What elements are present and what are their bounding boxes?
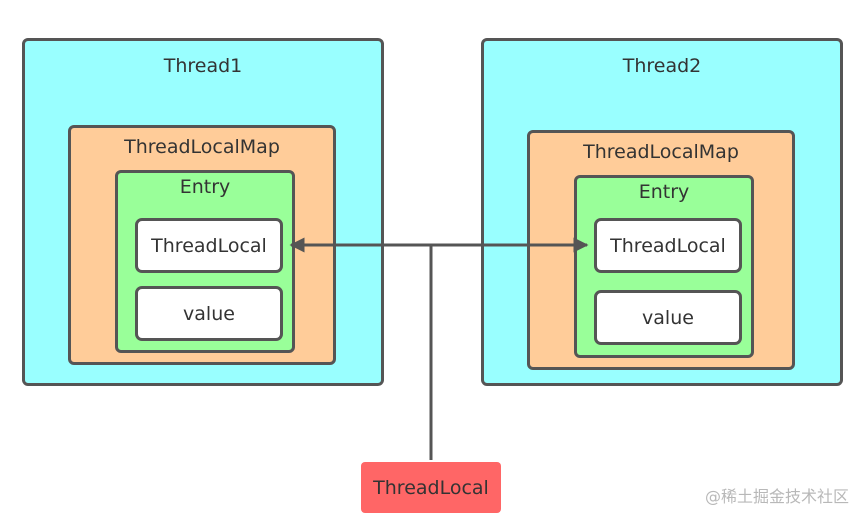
thread2-entry-label: Entry bbox=[638, 181, 690, 203]
watermark: @稀土掘金技术社区 bbox=[704, 487, 849, 506]
thread1-key-cell: ThreadLocal bbox=[135, 218, 283, 273]
thread1-map-label: ThreadLocalMap bbox=[124, 136, 280, 158]
thread2-title: Thread2 bbox=[622, 55, 702, 77]
thread2-map-label: ThreadLocalMap bbox=[583, 141, 739, 163]
thread2-key-cell: ThreadLocal bbox=[594, 218, 742, 273]
thread1-title: Thread1 bbox=[163, 55, 243, 77]
thread2-value-cell: value bbox=[594, 290, 742, 345]
thread1-entry-label: Entry bbox=[179, 176, 231, 198]
thread1-value-cell: value bbox=[135, 286, 283, 341]
threadlocal-node: ThreadLocal bbox=[361, 462, 501, 513]
